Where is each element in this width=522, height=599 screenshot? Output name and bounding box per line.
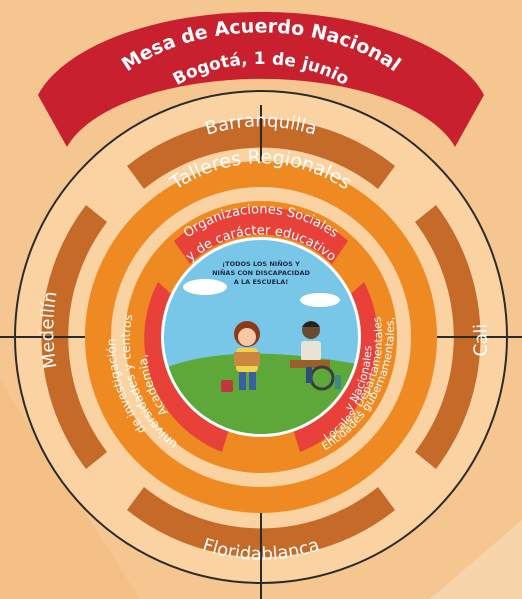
girl-face xyxy=(238,328,256,346)
boy-book xyxy=(290,360,330,368)
city-band-left xyxy=(41,205,108,469)
city-band-right xyxy=(415,205,481,469)
title-banner xyxy=(38,11,484,147)
backpack xyxy=(221,380,233,392)
city-band-bottom xyxy=(127,487,395,558)
center-text-line2: NIÑAS CON DISCAPACIDAD xyxy=(212,268,310,277)
city-band-top xyxy=(127,118,395,189)
book xyxy=(234,352,260,366)
boy-body xyxy=(301,341,321,361)
center-text-line3: A LA ESCUELA! xyxy=(234,278,289,286)
girl-leg xyxy=(239,372,246,390)
center-text-line1: ¡TODOS LOS NIÑOS Y xyxy=(222,259,300,268)
center-illustration: ¡TODOS LOS NIÑOS Y NIÑAS CON DISCAPACIDA… xyxy=(161,237,361,437)
girl-leg xyxy=(249,372,256,390)
boy-bag xyxy=(335,375,341,389)
boy-hair xyxy=(302,321,320,327)
background-shape xyxy=(430,520,522,599)
city-label-right: Cali xyxy=(470,323,492,357)
sector-band-top xyxy=(174,206,348,264)
cloud xyxy=(183,279,227,295)
boy-leg xyxy=(306,367,312,383)
cloud xyxy=(300,293,340,307)
